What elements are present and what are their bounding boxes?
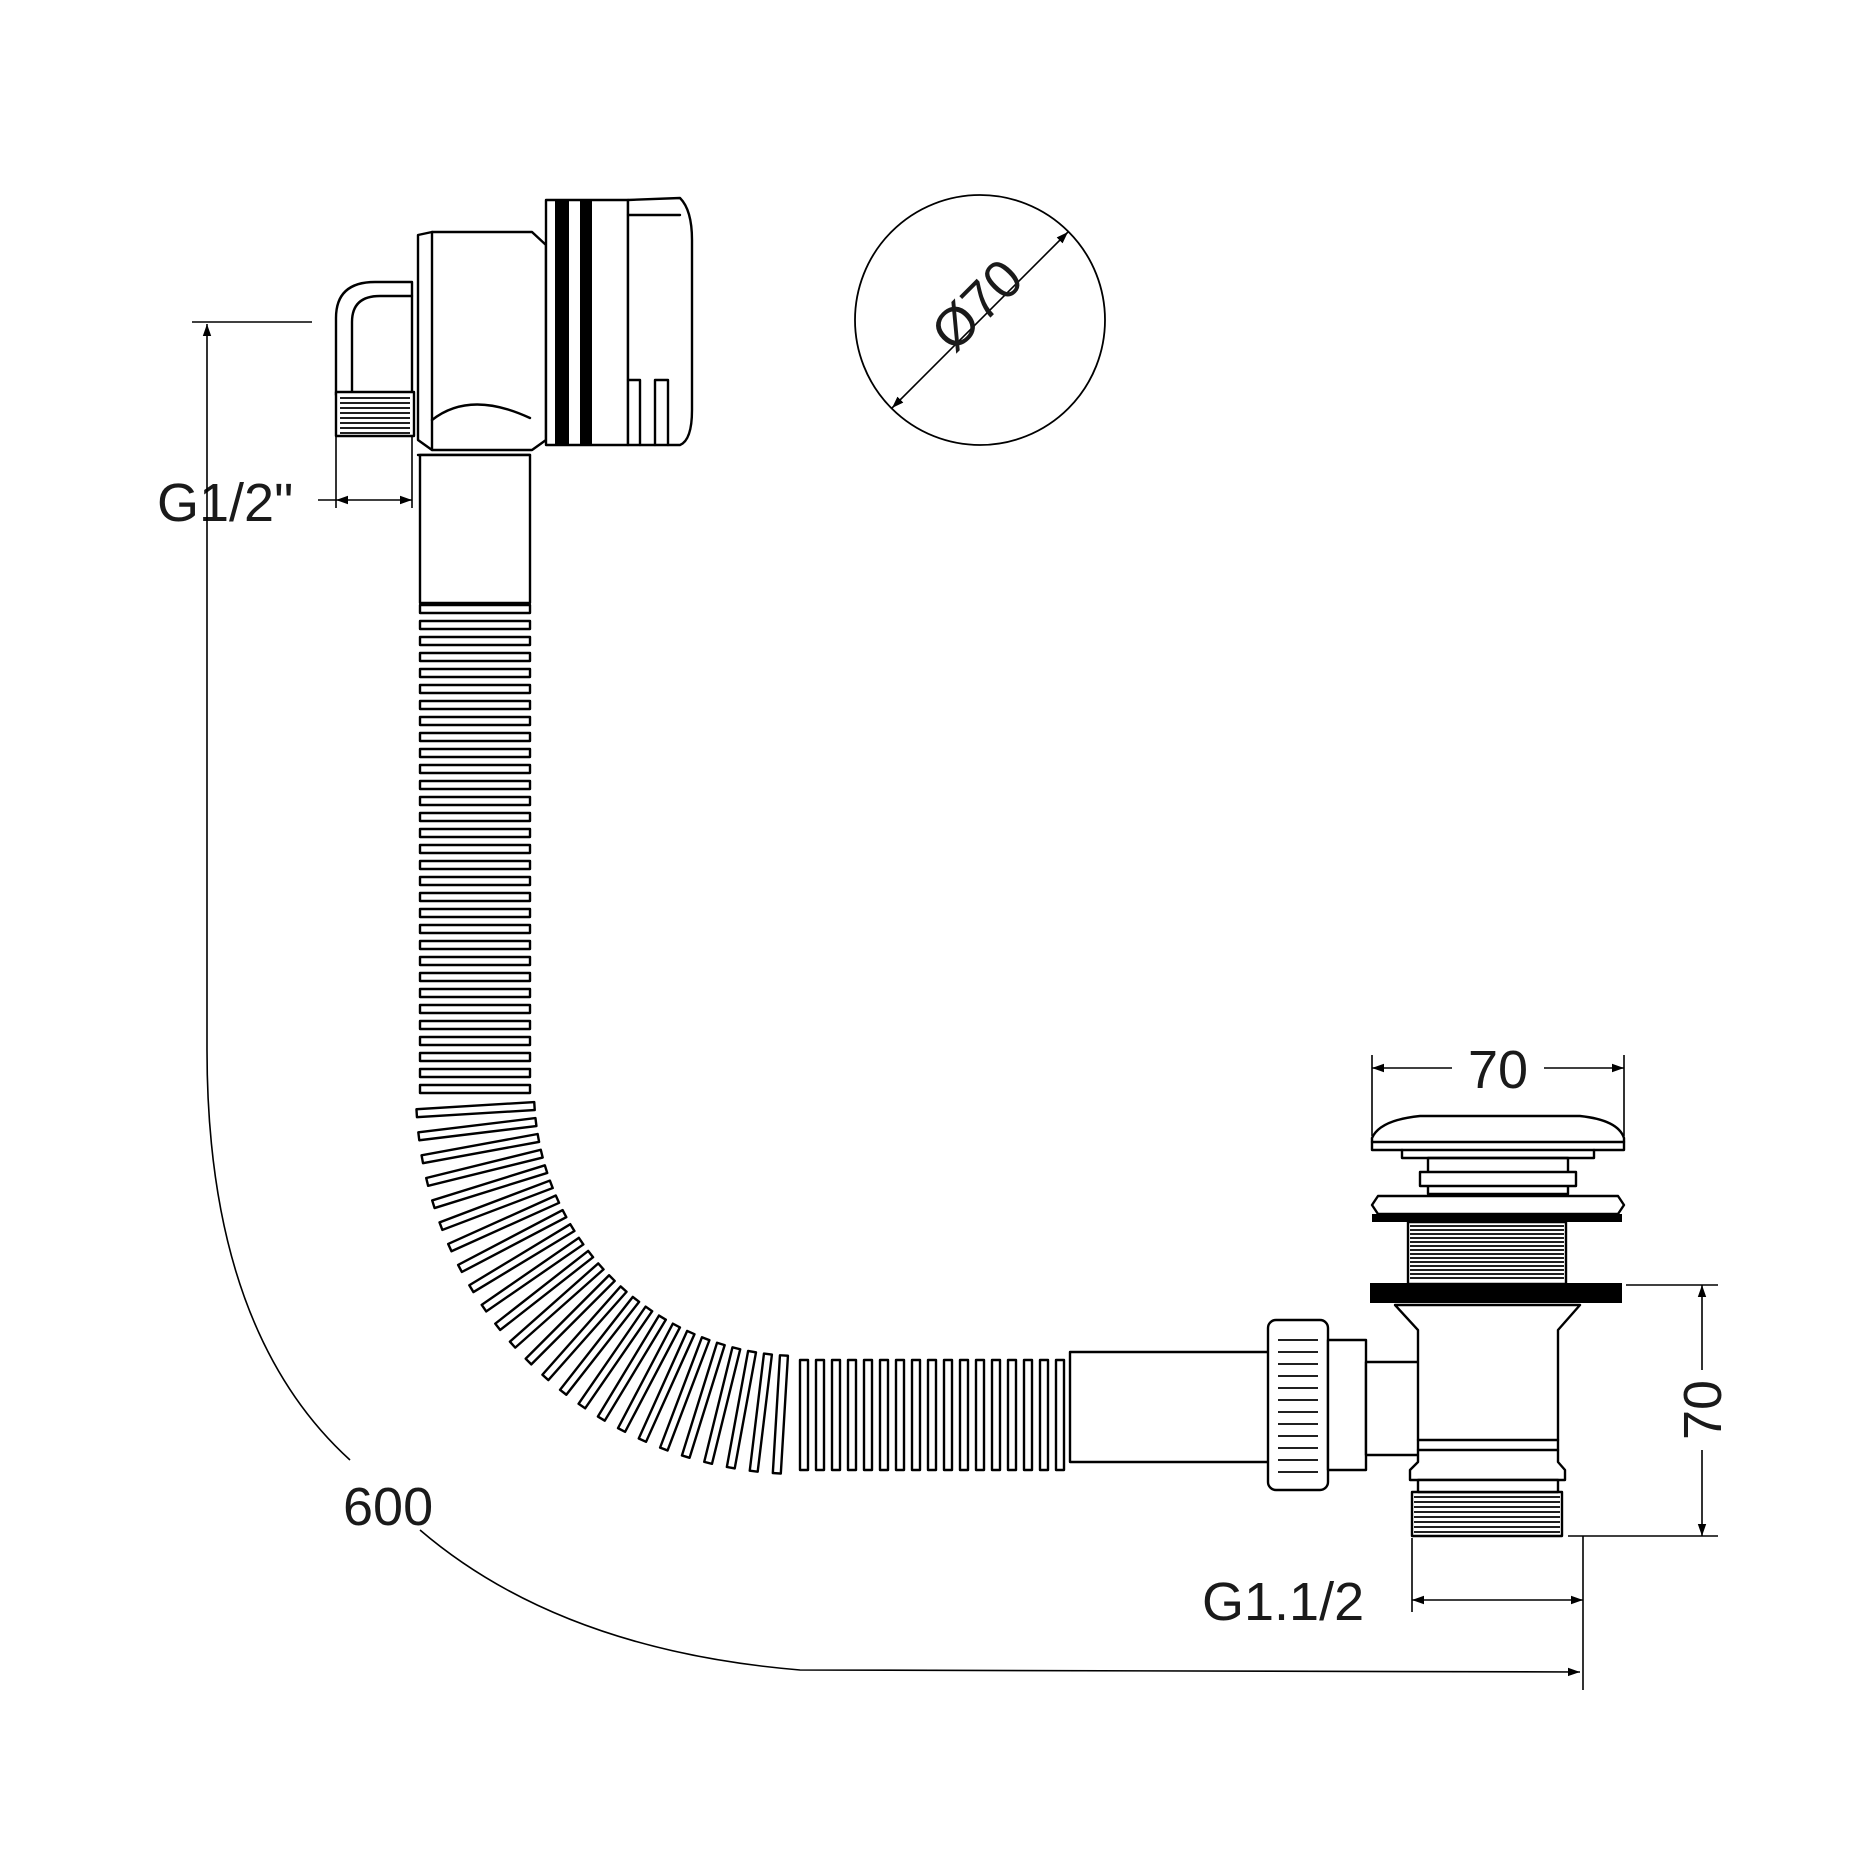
outlet-thread-label: G1.1/2 <box>1202 1572 1364 1632</box>
cap-width-dimension: 70 <box>1371 1040 1625 1136</box>
outlet-thread-dimension: G1.1/2 <box>1202 1538 1583 1632</box>
waste-height-dimension: 70 <box>1568 1284 1733 1537</box>
lower-hose-sleeve <box>1068 1350 1272 1464</box>
upper-hose-sleeve <box>418 453 532 605</box>
inlet-thread-lines <box>340 397 410 434</box>
cap-diameter-view: Ø70 <box>854 194 1106 446</box>
inlet-thread-dimension: G1/2" <box>157 436 413 533</box>
cap-width-label: 70 <box>1468 1040 1528 1100</box>
overflow-head <box>334 196 694 457</box>
cap-diameter-label: Ø70 <box>920 248 1035 363</box>
waste-height-label: 70 <box>1673 1380 1733 1440</box>
union-nut <box>1266 1318 1368 1492</box>
waste-body <box>1364 1114 1626 1538</box>
total-length-label: 600 <box>343 1477 433 1537</box>
total-length-dimension: 600 <box>192 321 1584 1690</box>
inlet-thread-label: G1/2" <box>157 473 293 533</box>
corrugated-hose <box>415 603 1066 1475</box>
